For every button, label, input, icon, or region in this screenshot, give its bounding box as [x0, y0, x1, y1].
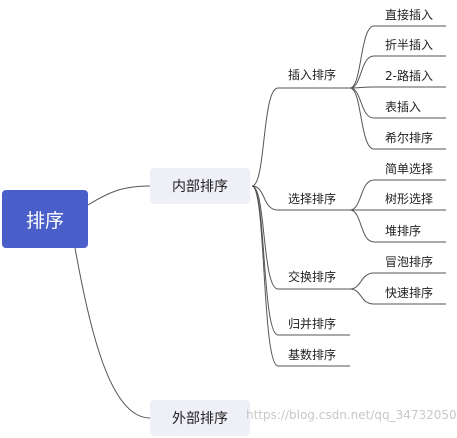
branch-external-sort[interactable]: 外部排序 — [150, 400, 250, 436]
edge-insertion-leaf-4 — [349, 87, 446, 150]
edge-insertion-leaf-1 — [349, 55, 446, 89]
edge-selection-leaf-0 — [349, 179, 446, 211]
edge-insertion-leaf-0 — [349, 25, 446, 89]
leaf-simple-selection[interactable]: 简单选择 — [385, 162, 434, 176]
leaf-shell-sort[interactable]: 希尔排序 — [385, 131, 434, 145]
edge-internal-selection — [251, 185, 350, 211]
edge-internal-radix — [251, 185, 350, 367]
watermark-text: https://blog.csdn.net/qq_34732050 — [246, 408, 457, 422]
branch-internal-sort[interactable]: 内部排序 — [150, 168, 250, 204]
node-radix-sort[interactable]: 基数排序 — [288, 348, 337, 362]
edge-root-internal — [87, 185, 151, 206]
edge-internal-exchange — [251, 185, 350, 290]
edge-insertion-leaf-2 — [349, 86, 446, 89]
edge-selection-leaf-2 — [349, 209, 446, 243]
node-selection-sort[interactable]: 选择排序 — [288, 192, 337, 206]
edge-exchange-leaf-1 — [349, 288, 446, 305]
leaf-quick-sort[interactable]: 快速排序 — [385, 286, 434, 300]
leaf-binary-insertion[interactable]: 折半插入 — [385, 38, 434, 52]
root-node[interactable]: 排序 — [2, 190, 88, 248]
node-exchange-sort[interactable]: 交换排序 — [288, 270, 337, 284]
edge-root-external — [74, 247, 151, 419]
leaf-bubble-sort[interactable]: 冒泡排序 — [385, 255, 434, 269]
leaf-table-insertion[interactable]: 表插入 — [385, 100, 422, 114]
leaf-tree-selection[interactable]: 树形选择 — [385, 192, 434, 206]
node-merge-sort[interactable]: 归并排序 — [288, 317, 337, 331]
edge-exchange-leaf-0 — [349, 272, 446, 290]
leaf-two-way-insertion[interactable]: 2-路插入 — [385, 69, 433, 83]
leaf-straight-insertion[interactable]: 直接插入 — [385, 8, 434, 22]
edge-internal-insertion — [251, 87, 350, 187]
leaf-heap-sort[interactable]: 堆排序 — [385, 224, 422, 238]
node-insertion-sort[interactable]: 插入排序 — [288, 68, 337, 82]
